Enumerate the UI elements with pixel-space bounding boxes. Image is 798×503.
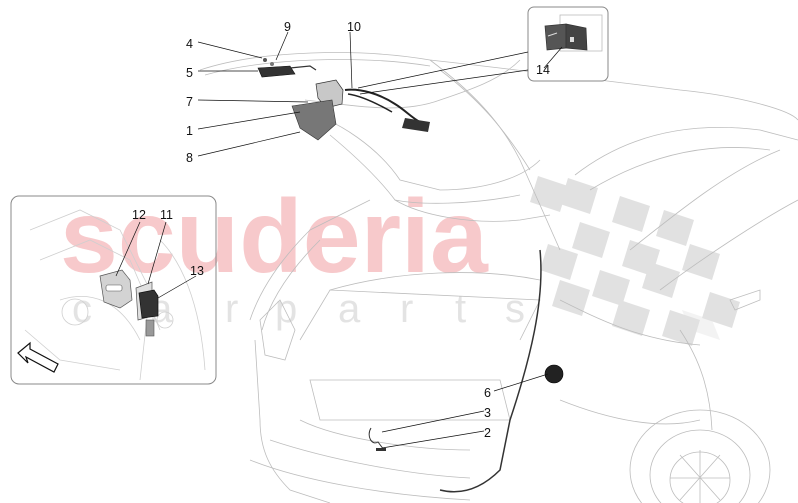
svg-text:r: r (400, 287, 413, 331)
checker-watermark (530, 176, 740, 346)
callout-6[interactable]: 6 (484, 386, 491, 400)
leader-lines (115, 31, 563, 449)
view-direction-arrow-icon (17, 341, 59, 373)
svg-text:r: r (225, 287, 238, 331)
callout-11[interactable]: 11 (160, 208, 173, 222)
part-6-bumpstop (544, 364, 564, 384)
callouts: 4 5 7 1 8 9 10 14 12 11 13 6 3 2 (132, 20, 550, 440)
svg-text:p: p (275, 287, 297, 331)
control-unit-inset (10, 195, 217, 385)
part-10-cable (344, 88, 421, 123)
callout-3[interactable]: 3 (484, 406, 491, 420)
callout-1[interactable]: 1 (186, 124, 193, 138)
svg-text:s: s (505, 287, 525, 331)
callout-13[interactable]: 13 (190, 264, 204, 278)
parts-group (257, 58, 564, 451)
part-8-cover (291, 99, 337, 141)
callout-7[interactable]: 7 (186, 95, 193, 109)
callout-10[interactable]: 10 (347, 20, 361, 34)
callout-5[interactable]: 5 (186, 66, 193, 80)
svg-text:c: c (72, 287, 92, 331)
svg-text:a: a (338, 287, 361, 331)
callout-8[interactable]: 8 (186, 151, 193, 165)
part-5-actuator (257, 65, 296, 78)
callout-2[interactable]: 2 (484, 426, 491, 440)
watermark-scuderia: scuderia (60, 179, 489, 295)
svg-text:t: t (455, 287, 466, 331)
callout-4[interactable]: 4 (186, 37, 193, 51)
callout-14[interactable]: 14 (536, 63, 550, 77)
switch-inset (527, 6, 609, 82)
part-7-lock (315, 79, 344, 109)
callout-9[interactable]: 9 (284, 20, 291, 34)
callout-12[interactable]: 12 (132, 208, 146, 222)
